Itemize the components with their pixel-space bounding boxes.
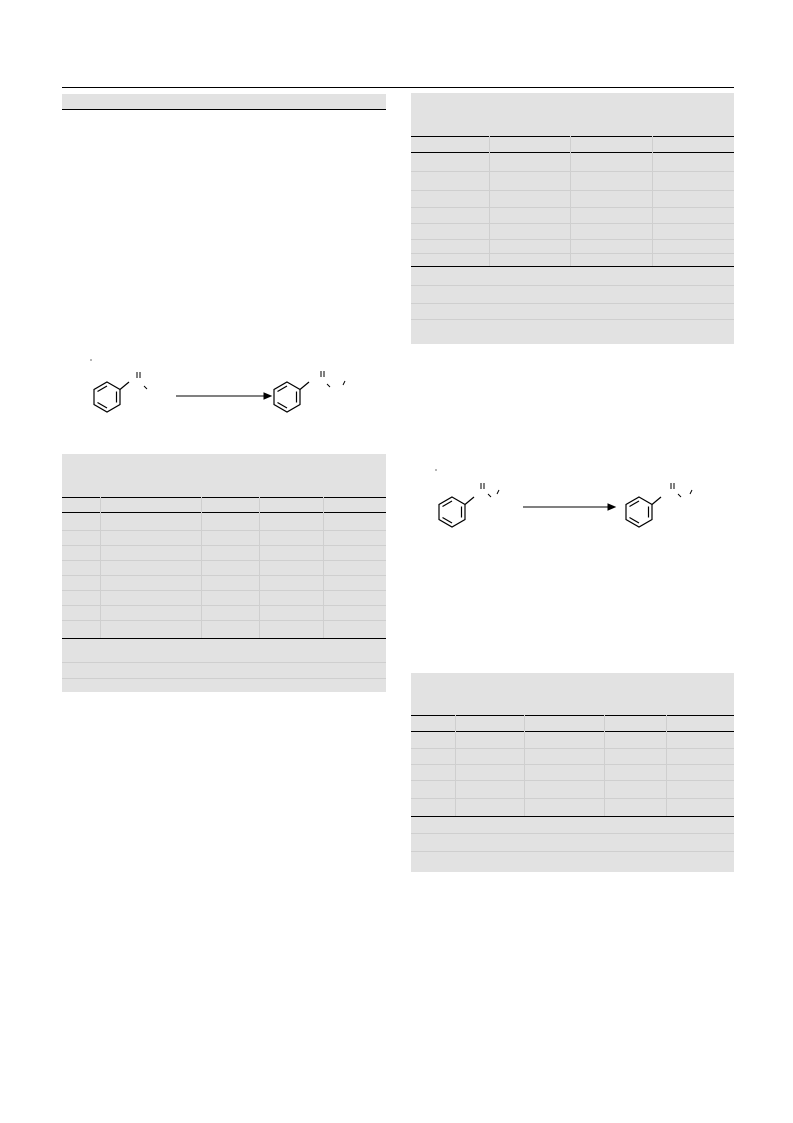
substituent-mark <box>480 483 500 498</box>
benzene-reactant-icon <box>438 496 475 528</box>
page-header-rule <box>62 87 734 88</box>
product-substituent-mark <box>320 371 346 388</box>
table-3 <box>411 673 734 872</box>
table-2-top-rule <box>411 136 734 137</box>
table-1-top-rule <box>62 497 386 498</box>
table-1 <box>62 454 386 692</box>
table-3-caption <box>411 673 734 679</box>
table-3-bottom-rule <box>411 816 734 817</box>
table-3-top-rule <box>411 715 734 716</box>
substituent-mark <box>136 372 148 390</box>
table-2-header-rule <box>411 152 734 153</box>
reaction-scheme-left <box>90 359 346 413</box>
reaction-arrow <box>523 503 617 511</box>
reaction-arrow <box>176 392 273 400</box>
benzene-product-icon <box>273 381 310 413</box>
table-2-bottom-rule <box>411 266 734 267</box>
benzene-product-icon <box>625 496 662 528</box>
table-1-caption <box>62 454 386 460</box>
table-3-header-rule <box>411 731 734 732</box>
table-1-bottom-rule <box>62 638 386 639</box>
section-heading-bar <box>62 94 386 109</box>
scheme-dot <box>435 469 437 471</box>
reaction-scheme-right <box>435 469 693 528</box>
section-heading-rule <box>62 109 386 110</box>
scheme-dot <box>90 359 92 361</box>
table-2 <box>411 93 734 344</box>
benzene-reactant-icon <box>93 381 130 413</box>
table-1-header-rule <box>62 512 386 513</box>
product-substituent-mark <box>670 483 693 498</box>
table-2-caption <box>411 93 734 99</box>
